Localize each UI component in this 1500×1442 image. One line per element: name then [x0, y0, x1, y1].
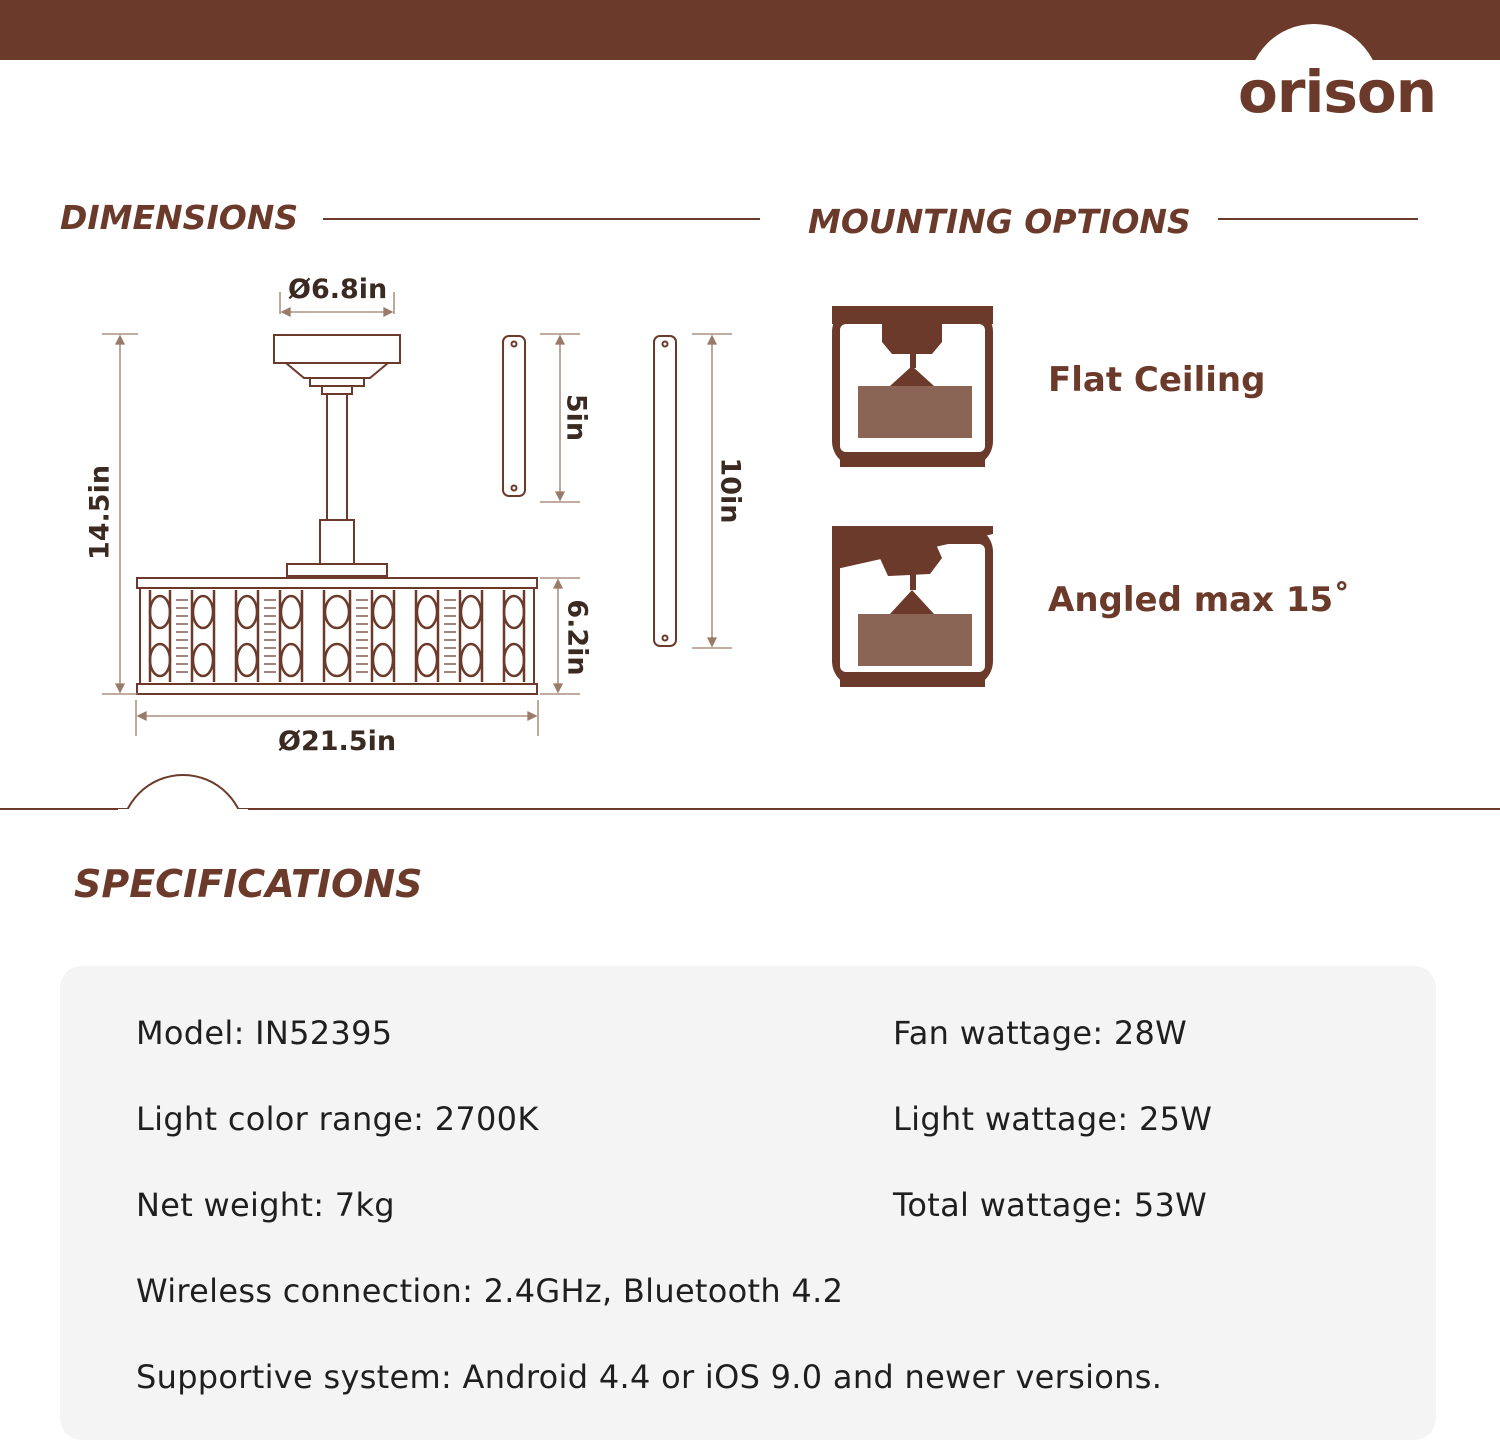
- angled-ceiling-label: Angled max 15˚: [1048, 580, 1351, 620]
- specifications-heading: SPECIFICATIONS: [74, 862, 423, 906]
- spec-wireless-connection: Wireless connection: 2.4GHz, Bluetooth 4…: [136, 1272, 844, 1310]
- flat-ceiling-icon: [832, 306, 993, 467]
- spec-model: Model: IN52395: [136, 1014, 393, 1052]
- spec-total-wattage: Total wattage: 53W: [893, 1186, 1208, 1224]
- canopy-diameter-label: Ø6.8in: [288, 274, 388, 305]
- spec-light-wattage: Light wattage: 25W: [893, 1100, 1213, 1138]
- spec-supportive-system: Supportive system: Android 4.4 or iOS 9.…: [136, 1358, 1163, 1396]
- cage-height-label: 6.2in: [561, 599, 593, 676]
- fan-dimension-diagram: [102, 292, 732, 736]
- mounting-heading: MOUNTING OPTIONS: [808, 202, 1191, 241]
- spec-light-color-range: Light color range: 2700K: [136, 1100, 539, 1138]
- short-downrod-label: 5in: [560, 393, 592, 442]
- top-banner: [0, 0, 1500, 60]
- dimensions-rule: [323, 218, 760, 220]
- angled-ceiling-icon: [832, 526, 993, 687]
- flat-ceiling-label: Flat Ceiling: [1048, 360, 1266, 400]
- section-divider: [0, 808, 1500, 810]
- spec-net-weight: Net weight: 7kg: [136, 1186, 395, 1224]
- cage-diameter-label: Ø21.5in: [278, 726, 397, 757]
- overall-height-label: 14.5in: [84, 464, 116, 561]
- mounting-rule: [1218, 218, 1418, 220]
- brand-logo: orison: [1238, 58, 1437, 126]
- specifications-panel: [60, 966, 1436, 1440]
- long-downrod-label: 10in: [714, 457, 746, 524]
- spec-fan-wattage: Fan wattage: 28W: [893, 1014, 1188, 1052]
- dimensions-heading: DIMENSIONS: [60, 198, 299, 237]
